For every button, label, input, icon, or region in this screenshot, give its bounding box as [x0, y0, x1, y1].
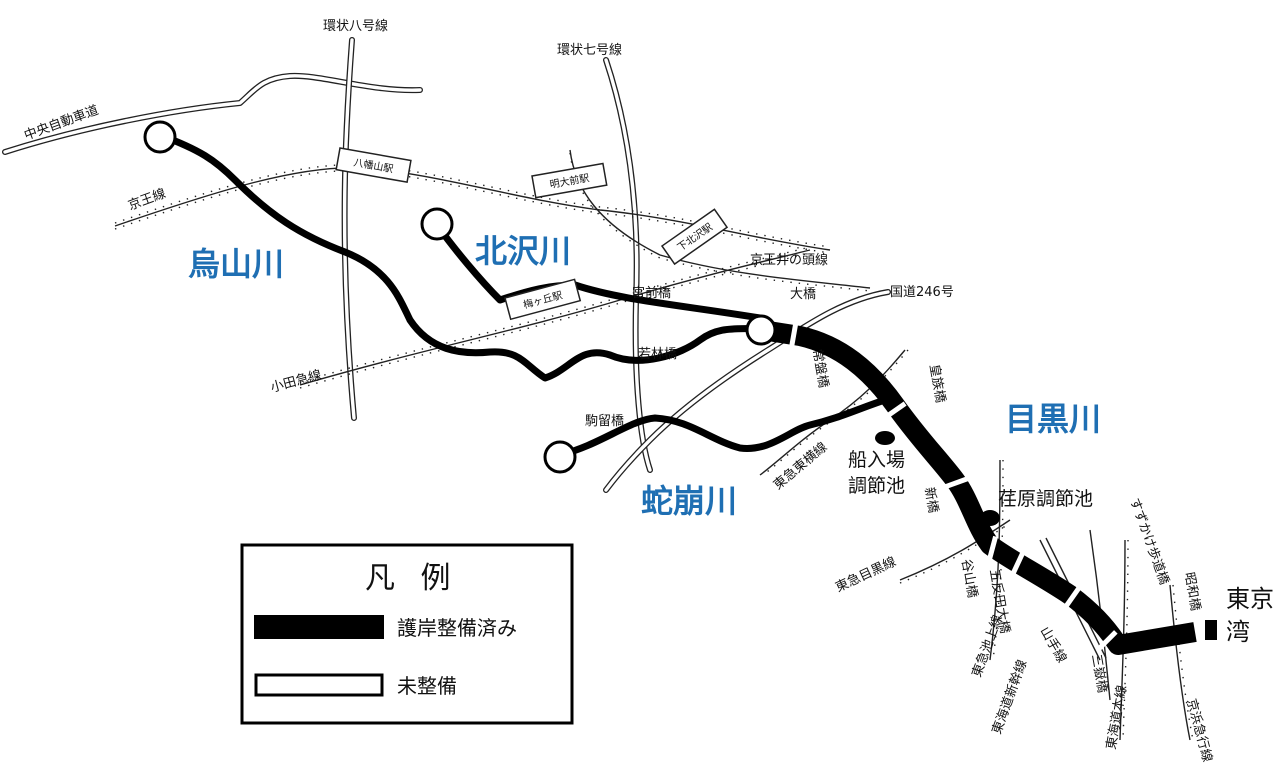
legend-title: 凡 例	[365, 561, 459, 596]
railways	[114, 149, 1194, 741]
keio-rail	[114, 167, 831, 251]
kotobuki-bridge-label: 皇族橋	[926, 363, 949, 404]
funairiba-label-1: 船入場	[848, 449, 905, 471]
komadome-bridge-label: 駒留橋	[585, 414, 624, 429]
inokashira-label: 京王井の頭線	[750, 252, 828, 268]
kitazawa-label: 北沢川	[475, 232, 571, 270]
meguro-rail-label: 東急目黒線	[833, 554, 899, 596]
legend-completed-label: 護岸整備済み	[397, 616, 517, 640]
jakuzure-label: 蛇崩川	[641, 482, 737, 520]
keikyu-rail	[1169, 584, 1191, 741]
stations: 八幡山駅 明大前駅 下北沢駅 梅ヶ丘駅	[335, 147, 729, 321]
legend-completed-swatch	[254, 615, 384, 639]
umegaoka-station-box	[504, 278, 582, 321]
meguro-label: 目黒川	[1005, 400, 1101, 438]
jakuzure-source-marker	[543, 440, 577, 474]
bay-label-2: 湾	[1226, 618, 1250, 646]
bay-label-1: 東京	[1226, 585, 1274, 613]
shin-bridge-label: 新橋	[921, 486, 941, 514]
tokaido-label: 東海道本線	[1103, 684, 1130, 751]
shimokitazawa-station-box	[660, 208, 729, 266]
kanjo7-label: 環状七号線	[557, 42, 622, 58]
legend-incomplete-swatch	[254, 673, 384, 697]
kitazawa-source-marker	[420, 207, 454, 241]
sanban-bridge-label: 三嶽橋	[1088, 653, 1110, 694]
ebara-pond	[980, 510, 1000, 526]
showa-bridge-label: 昭和橋	[1181, 571, 1203, 612]
ebara-label: 荏原調節池	[998, 488, 1093, 510]
kanjo7-road	[603, 57, 653, 473]
kanjo8-label: 環状八号線	[323, 18, 388, 34]
toyoko-label: 東急東横線	[770, 439, 830, 493]
meguro-river-completed	[760, 320, 1217, 655]
meidaimae-station-box	[531, 162, 608, 199]
legend-incomplete-label: 未整備	[397, 674, 457, 698]
karasuyama-source-marker	[143, 120, 177, 154]
funairiba-label-2: 調節池	[848, 475, 905, 497]
hachimanyama-station-box	[335, 147, 412, 184]
suzukake-bridge-label: すずかけ歩道橋	[1126, 496, 1171, 587]
shinkansen-label: 東海道新幹線	[989, 658, 1031, 737]
confluence-marker	[745, 314, 777, 346]
legend: 凡 例 護岸整備済み 未整備	[240, 543, 574, 725]
odakyu-rail	[299, 249, 811, 386]
tokiwa-bridge-label: 常盤橋	[809, 348, 831, 389]
r246-label: 国道246号	[890, 285, 954, 300]
miyamae-bridge-label: 宮前橋	[632, 285, 671, 301]
karasuyama-label: 烏山川	[188, 245, 284, 283]
yamanote-label: 山手線	[1037, 624, 1070, 666]
wakabayashi-bridge-label: 若林橋	[638, 346, 677, 362]
odakyu-label: 小田急線	[269, 367, 323, 396]
bay-outlet	[1205, 620, 1217, 640]
ohashi-bridge-label: 大橋	[790, 287, 816, 302]
karasuyama-river	[156, 131, 764, 382]
keio-label: 京王線	[126, 185, 168, 213]
taniyama-bridge-label: 谷山橋	[958, 558, 980, 599]
funairiba-pond	[875, 431, 895, 445]
jakuzure-river	[556, 396, 889, 459]
